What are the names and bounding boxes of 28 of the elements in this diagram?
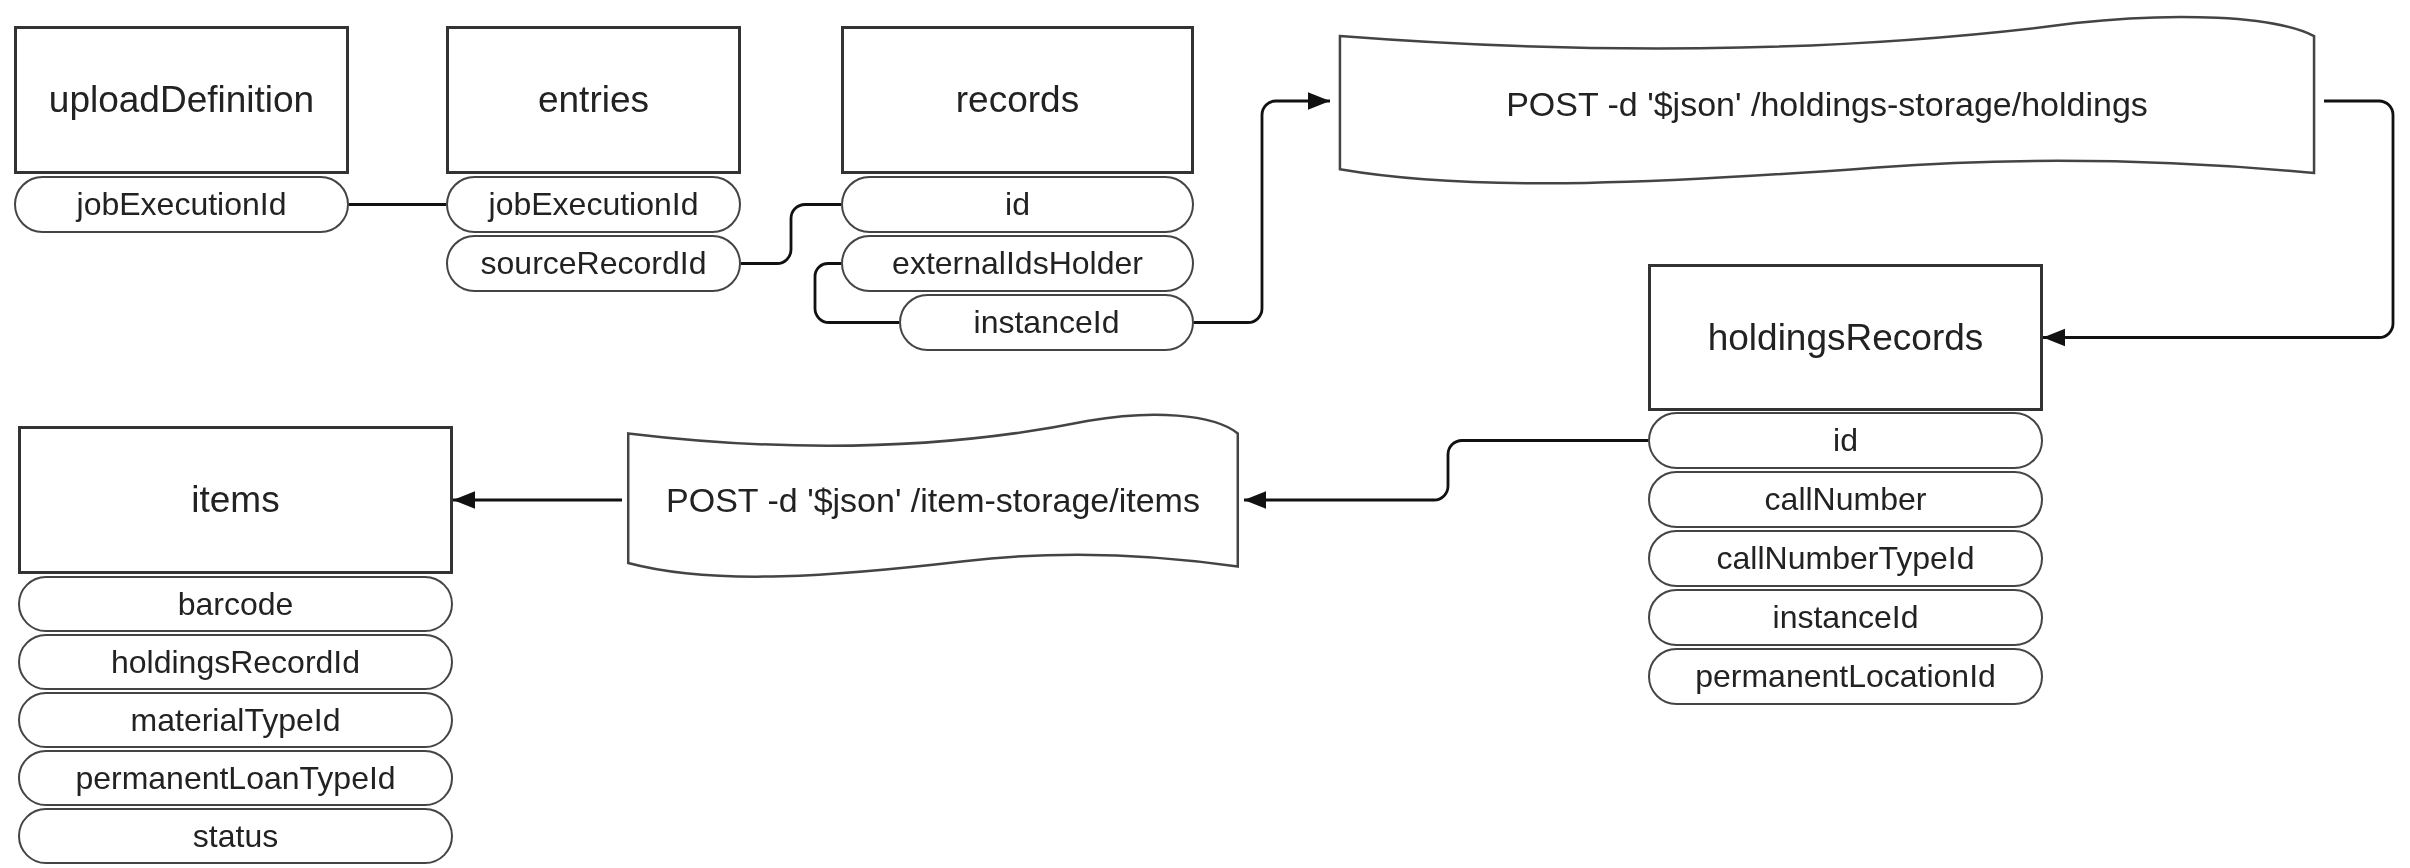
entity-box: holdingsRecords bbox=[1648, 264, 2043, 411]
arrow bbox=[453, 491, 622, 509]
field-row: id bbox=[1648, 412, 2043, 469]
field-row: materialTypeId bbox=[18, 692, 453, 748]
field-row: status bbox=[18, 808, 453, 864]
arrow bbox=[1244, 439, 1648, 509]
field-row: jobExecutionId bbox=[446, 176, 741, 233]
field-row: barcode bbox=[18, 576, 453, 632]
arrow bbox=[1194, 92, 1330, 324]
field-row: holdingsRecordId bbox=[18, 634, 453, 690]
connector-line bbox=[349, 203, 446, 206]
entity-box: items bbox=[18, 426, 453, 574]
field-row: permanentLocationId bbox=[1648, 648, 2043, 705]
field-row: callNumber bbox=[1648, 471, 2043, 528]
field-row: sourceRecordId bbox=[446, 235, 741, 292]
field-row: instanceId bbox=[1648, 589, 2043, 646]
field-row: callNumberTypeId bbox=[1648, 530, 2043, 587]
field-row: externalIdsHolder bbox=[841, 235, 1194, 292]
field-row: permanentLoanTypeId bbox=[18, 750, 453, 806]
field-row: jobExecutionId bbox=[14, 176, 349, 233]
field-row: instanceId bbox=[899, 294, 1194, 351]
entity-box: records bbox=[841, 26, 1194, 174]
entity-box: uploadDefinition bbox=[14, 26, 349, 174]
field-row: id bbox=[841, 176, 1194, 233]
entity-box: entries bbox=[446, 26, 741, 174]
arrow bbox=[2043, 99, 2395, 347]
connector-line bbox=[813, 262, 899, 324]
connector-line bbox=[741, 203, 841, 265]
